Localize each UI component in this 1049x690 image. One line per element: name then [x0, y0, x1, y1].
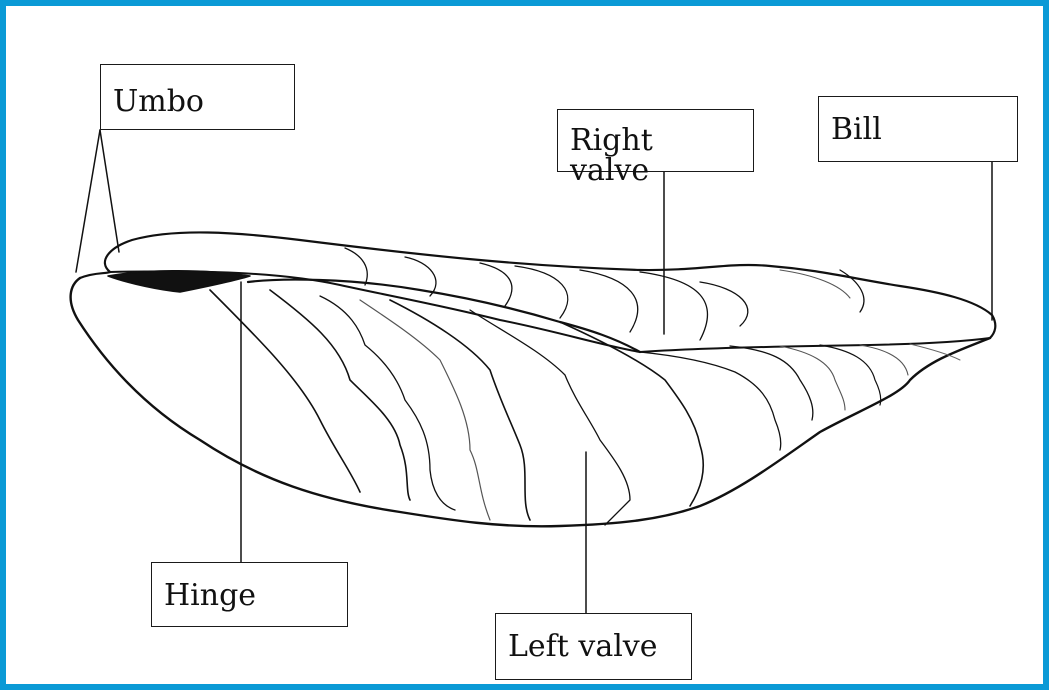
umbo-label-text: Umbo [113, 87, 204, 117]
umbo-leader-1 [76, 130, 100, 272]
left-valve-label: Left valve [495, 613, 692, 680]
hinge-label-text: Hinge [164, 581, 256, 611]
umbo-leader-2 [100, 130, 119, 252]
bill-label-text: Bill [831, 115, 882, 145]
bill-label: Bill [818, 96, 1018, 162]
right-valve-label: Right valve [557, 109, 754, 172]
hinge-mark [108, 271, 250, 292]
right-valve-label-text: Right valve [570, 126, 741, 186]
left-valve-outline [71, 278, 990, 526]
left-valve-label-text: Left valve [508, 632, 658, 662]
right-valve-outline [105, 232, 995, 338]
umbo-label: Umbo [100, 64, 295, 130]
right-valve-lower-edge [110, 271, 990, 352]
hinge-label: Hinge [151, 562, 348, 627]
